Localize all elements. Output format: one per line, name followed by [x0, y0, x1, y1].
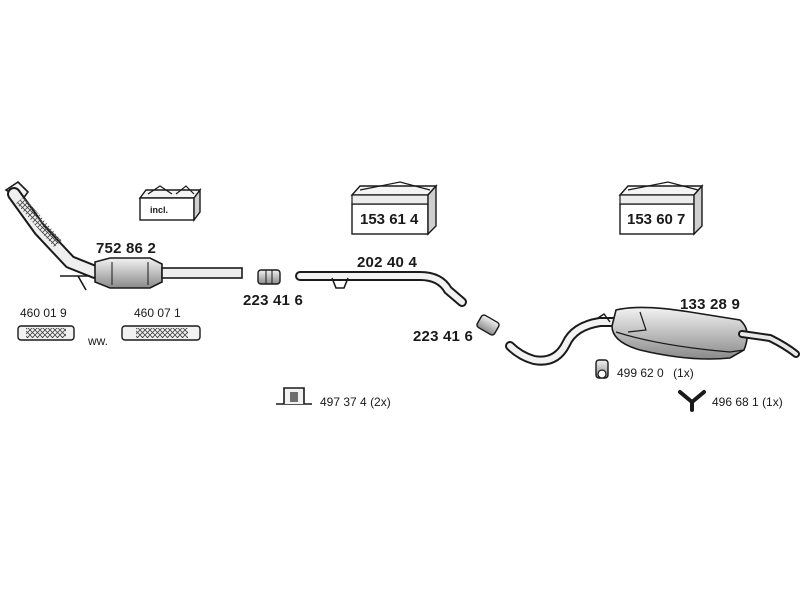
catalytic-converter-assembly — [4, 180, 243, 291]
mount-bracket-icon — [276, 387, 312, 405]
kit-box-rear — [618, 181, 704, 236]
mount-bracket-qty: (2x) — [370, 395, 391, 409]
middle-pipe — [295, 271, 467, 307]
clamp-front-icon — [257, 269, 281, 285]
clamp-rear-number: 223 41 6 — [413, 328, 473, 345]
kit-box-incl — [138, 185, 202, 223]
catalytic-converter-number: 752 86 2 — [96, 240, 156, 257]
rubber-mount-label: 499 62 0 (1x) — [617, 366, 694, 380]
box-rear-number: 153 60 7 — [627, 211, 686, 228]
rear-silencer-assembly — [505, 306, 800, 366]
mount-bracket-number: 497 37 4 — [320, 395, 367, 409]
flex-pipe-b — [121, 325, 201, 341]
flex-pipe-b-number: 460 07 1 — [134, 306, 181, 320]
y-hanger-qty: (1x) — [762, 395, 783, 409]
flex-pipe-a — [17, 325, 75, 341]
flex-pipe-a-number: 460 01 9 — [20, 306, 67, 320]
alt-label: ww. — [88, 334, 109, 348]
clamp-front-number: 223 41 6 — [243, 292, 303, 309]
rubber-mount-icon — [595, 359, 609, 379]
box-front-number: 153 61 4 — [360, 211, 419, 228]
mount-bracket-label: 497 37 4 (2x) — [320, 395, 391, 409]
kit-box-front — [350, 181, 438, 236]
middle-pipe-number: 202 40 4 — [357, 254, 417, 271]
rear-silencer-number: 133 28 9 — [680, 296, 740, 313]
kit-incl-label: incl. — [150, 205, 169, 215]
clamp-rear-icon — [476, 314, 500, 336]
rubber-mount-number: 499 62 0 — [617, 366, 664, 380]
y-hanger-label: 496 68 1 (1x) — [712, 395, 783, 409]
y-hanger-number: 496 68 1 — [712, 395, 759, 409]
y-hanger-icon — [678, 390, 706, 412]
rubber-mount-qty: (1x) — [673, 366, 694, 380]
